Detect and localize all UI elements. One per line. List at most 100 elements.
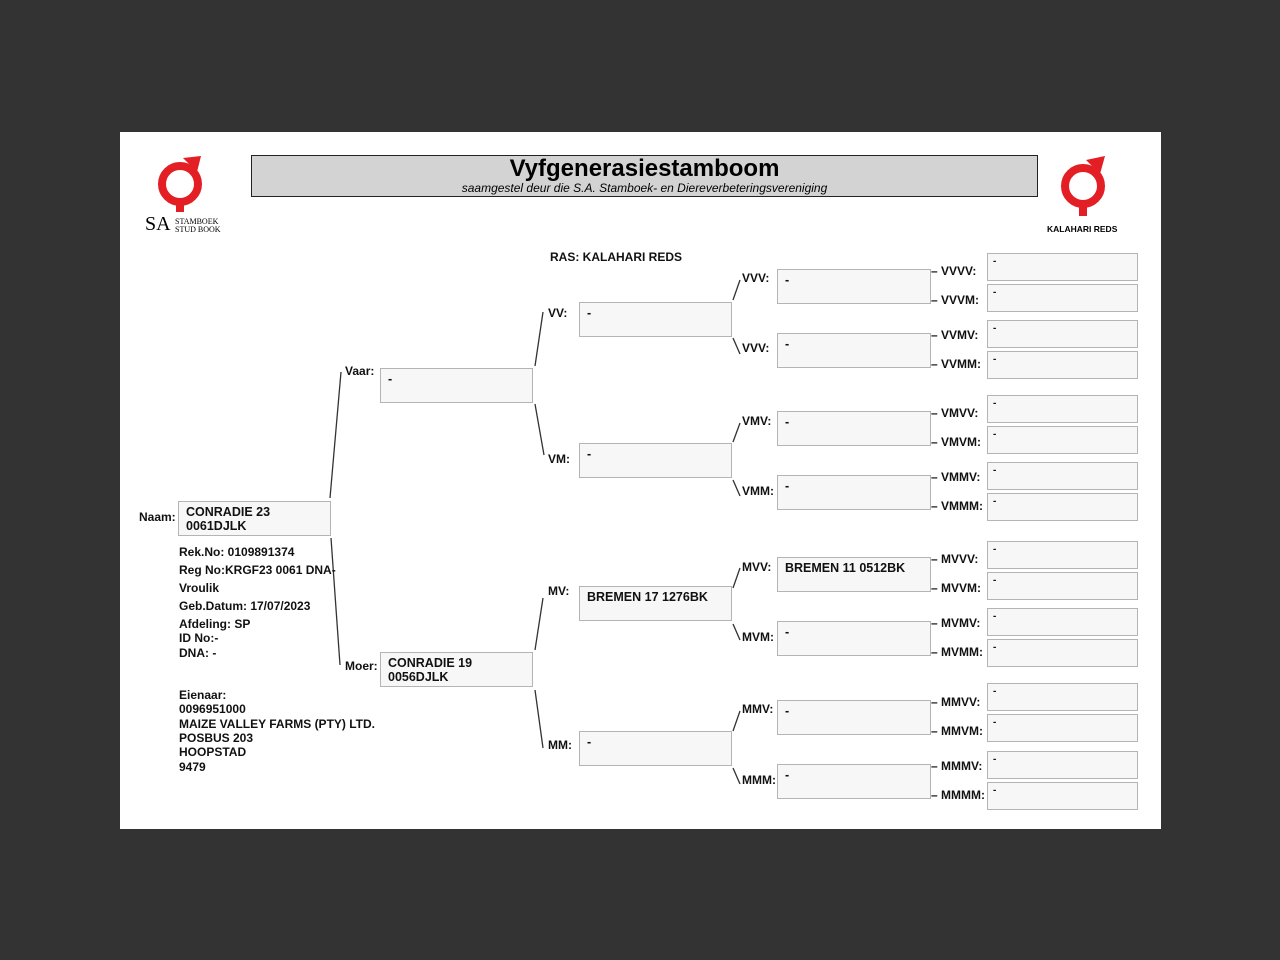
gen4-ancestor-box: - [987, 493, 1138, 521]
connector [732, 567, 741, 589]
gen4-ancestor-box: - [987, 572, 1138, 600]
gen4-ancestor-box: - [987, 714, 1138, 742]
kalahari-emblem-icon [1061, 156, 1105, 216]
gen4-ancestor-box: - [987, 639, 1138, 667]
owner-postcode: 9479 [179, 760, 206, 774]
gen4-ancestor-box: - [987, 253, 1138, 281]
owner-label: Eienaar: [179, 688, 227, 702]
afdeling: Afdeling: SP [179, 617, 251, 631]
gen4-label: – VMVM: [931, 435, 982, 449]
page-title: Vyfgenerasiestamboom [509, 155, 780, 182]
id-no: ID No:- [179, 631, 219, 645]
owner-address: POSBUS 203 [179, 731, 254, 745]
logo-kalahari-text: KALAHARI REDS [1047, 224, 1118, 234]
gen3-ancestor-box: - [777, 764, 931, 799]
animal-name-box: CONRADIE 23 0061DJLK [178, 501, 331, 536]
gen1-ancestor-box: CONRADIE 19 0056DJLK [380, 652, 533, 687]
gen4-label: – MMMM: [931, 788, 985, 802]
gen4-ancestor-box: - [987, 462, 1138, 490]
kalahari-reds-logo: KALAHARI REDS [1045, 152, 1127, 234]
gen4-ancestor-box: - [987, 351, 1138, 379]
gen4-label: – VVMM: [931, 357, 982, 371]
gen3-label: MVV: [742, 560, 772, 574]
connector [534, 689, 544, 749]
connector [330, 537, 341, 666]
gen2-ancestor-box: - [579, 302, 732, 337]
gen3-ancestor-box: BREMEN 11 0512BK [777, 557, 931, 592]
gen3-ancestor-box: - [777, 411, 931, 446]
gen2-label: VV: [548, 306, 568, 320]
reg-no: Reg No:KRGF23 0061 DNA- [179, 563, 336, 577]
gen2-label: MV: [548, 584, 570, 598]
gen4-label: – MMVM: [931, 724, 983, 738]
gen2-ancestor-box: - [579, 731, 732, 766]
owner-town: HOOPSTAD [179, 745, 247, 759]
gen3-ancestor-box: - [777, 475, 931, 510]
gen1-ancestor-box: - [380, 368, 533, 403]
gen3-ancestor-box: - [777, 621, 931, 656]
gen3-label: VVV: [742, 271, 770, 285]
gen4-label: – MVVM: [931, 581, 982, 595]
gen3-ancestor-box: - [777, 700, 931, 735]
gen1-label: Vaar: [345, 364, 375, 378]
connector [534, 403, 545, 456]
gen4-label: – VVMV: [931, 328, 979, 342]
gen4-ancestor-box: - [987, 395, 1138, 423]
title-banner: Vyfgenerasiestamboom saamgestel deur die… [251, 155, 1038, 197]
gen4-label: – MMMV: [931, 759, 983, 773]
gen4-label: – VVVV: [931, 264, 977, 278]
gen4-ancestor-box: - [987, 683, 1138, 711]
page-subtitle: saamgestel deur die S.A. Stamboek- en Di… [461, 181, 828, 195]
gen4-ancestor-box: - [987, 541, 1138, 569]
gen4-ancestor-box: - [987, 426, 1138, 454]
breed-label: RAS: KALAHARI REDS [550, 250, 682, 264]
sa-studbook-logo: SA STAMBOEK STUD BOOK [143, 152, 228, 237]
gen3-label: MMV: [742, 702, 774, 716]
gen4-ancestor-box: - [987, 320, 1138, 348]
gen1-label: Moer: [345, 659, 378, 673]
connector [534, 311, 544, 367]
gen3-label: VMM: [742, 484, 774, 498]
connector [732, 479, 741, 497]
gen4-ancestor-box: - [987, 608, 1138, 636]
gen2-label: VM: [548, 452, 570, 466]
gen4-label: – VMMM: [931, 499, 983, 513]
gen3-ancestor-box: - [777, 333, 931, 368]
logo-line1: STAMBOEK [175, 217, 219, 226]
connector [732, 623, 741, 641]
gen3-ancestor-box: - [777, 269, 931, 304]
gen4-label: – VMMV: [931, 470, 981, 484]
logo-line2: STUD BOOK [175, 225, 221, 234]
gen3-label: MMM: [742, 773, 776, 787]
gen4-label: – MVMM: [931, 645, 983, 659]
connector [329, 371, 342, 499]
gen3-label: VMV: [742, 414, 772, 428]
naam-label: Naam: [139, 510, 176, 524]
gen3-label: MVM: [742, 630, 774, 644]
connector [732, 710, 741, 732]
gen4-label: – VMVV: [931, 406, 979, 420]
gen3-label: VVV: [742, 341, 770, 355]
gen4-ancestor-box: - [987, 751, 1138, 779]
gen4-label: – MVVV: [931, 552, 979, 566]
connector [534, 597, 544, 651]
gen4-ancestor-box: - [987, 782, 1138, 810]
rek-no: Rek.No: 0109891374 [179, 545, 295, 559]
gen2-label: MM: [548, 738, 572, 752]
dna: DNA: - [179, 646, 217, 660]
connector [732, 422, 741, 443]
gen4-label: – VVVM: [931, 293, 980, 307]
gen2-ancestor-box: - [579, 443, 732, 478]
connector [732, 279, 741, 301]
sa-emblem-icon [158, 156, 202, 212]
connector [732, 767, 741, 785]
gen4-label: – MVMV: [931, 616, 981, 630]
logo-sa-text: SA [145, 213, 171, 235]
sex: Vroulik [179, 581, 220, 595]
owner-name: MAIZE VALLEY FARMS (PTY) LTD. [179, 717, 375, 731]
gen4-label: – MMVV: [931, 695, 981, 709]
owner-number: 0096951000 [179, 702, 246, 716]
gen4-ancestor-box: - [987, 284, 1138, 312]
connector [732, 337, 741, 355]
